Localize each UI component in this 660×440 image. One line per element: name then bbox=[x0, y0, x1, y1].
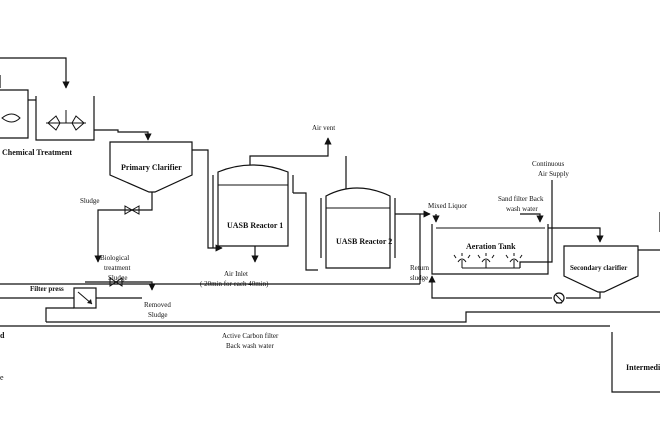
activated-carbon-label-1: Active Carbon filter bbox=[222, 332, 279, 340]
sludge-valve bbox=[124, 205, 140, 215]
sand-filter-label-1: Sand filter Back bbox=[498, 195, 544, 203]
continuous-air-label-2: Air Supply bbox=[538, 170, 569, 178]
primary-clarifier-label: Primary Clarifier bbox=[121, 163, 182, 172]
sludge-label: Sludge bbox=[80, 197, 99, 205]
diffuser-3 bbox=[505, 253, 523, 268]
secondary-clarifier-lines bbox=[428, 212, 660, 299]
uasb-reactor-2-label: UASB Reactor 2 bbox=[336, 237, 392, 246]
uasb-reactor-1-label: UASB Reactor 1 bbox=[227, 221, 283, 230]
air-vent-line bbox=[249, 137, 347, 190]
aeration-tank bbox=[431, 180, 553, 275]
return-sludge-label-2: sludge bbox=[410, 274, 428, 282]
primary-clarifier bbox=[109, 141, 193, 193]
air-inlet-label: Air Inlet bbox=[224, 270, 248, 278]
chemical-treatment-label: Chemical Treatment bbox=[2, 148, 72, 157]
chemical-feed-lines bbox=[0, 57, 152, 141]
chemical-tank-2 bbox=[35, 96, 95, 141]
aeration-tank-label: Aeration Tank bbox=[466, 242, 516, 251]
sludge-lines bbox=[0, 281, 156, 322]
filter-press bbox=[73, 287, 97, 309]
diffuser-2 bbox=[477, 253, 495, 268]
continuous-air-label-1: Continuous bbox=[532, 160, 565, 168]
chemical-tank-1 bbox=[0, 89, 29, 139]
filter-press-label: Filter press bbox=[30, 285, 64, 293]
return-sludge-label-1: Return bbox=[410, 264, 430, 272]
removed-sludge-label-1: Removed bbox=[144, 301, 171, 309]
uasb-reactor-2 bbox=[320, 187, 396, 269]
bio-sludge-label-2: treatment bbox=[104, 264, 130, 272]
secondary-clarifier-label: Secondary clarifier bbox=[570, 264, 627, 272]
sand-filter-label-2: wash water bbox=[506, 205, 538, 213]
diffuser-1 bbox=[453, 253, 471, 268]
intermediate-label: Intermedi bbox=[626, 363, 660, 372]
edge-letter-d: d bbox=[0, 331, 5, 340]
uasb-connector-lines bbox=[251, 192, 431, 284]
uasb-reactor-1 bbox=[212, 164, 294, 248]
removed-sludge-label-2: Sludge bbox=[148, 311, 167, 319]
bio-sludge-label-3: Sludge bbox=[108, 274, 127, 282]
backwash-lines bbox=[0, 283, 660, 327]
air-vent-label: Air vent bbox=[312, 124, 335, 132]
bio-sludge-label-1: Biological bbox=[100, 254, 129, 262]
activated-carbon-label-2: Back wash water bbox=[226, 342, 274, 350]
edge-letter-e: e bbox=[0, 373, 4, 382]
mixed-liquor-label: Mixed Liquor bbox=[428, 202, 468, 210]
intermediate-tank bbox=[611, 332, 660, 393]
return-sludge-pump bbox=[553, 292, 565, 304]
secondary-clarifier bbox=[563, 245, 639, 293]
